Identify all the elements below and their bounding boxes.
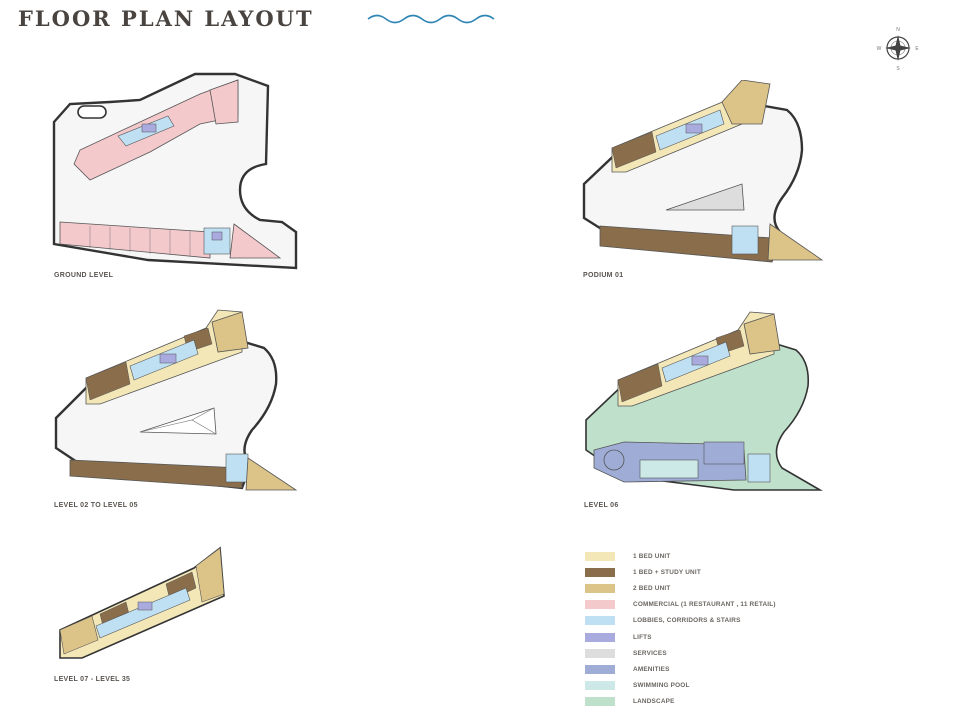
plan-label-level-02-05: LEVEL 02 TO LEVEL 05 bbox=[54, 502, 138, 509]
unit-2bed-south bbox=[245, 457, 298, 491]
legend-swatch bbox=[585, 697, 615, 707]
compass-s: S bbox=[896, 66, 900, 72]
unit-study bbox=[85, 361, 131, 401]
compass-icon: N S W E bbox=[877, 27, 920, 72]
legend-item-1bed: 1 BED UNIT bbox=[585, 548, 885, 564]
level-02-05-plan bbox=[54, 309, 298, 491]
legend-item-2bed: 2 BED UNIT bbox=[585, 580, 885, 596]
lift-core bbox=[691, 355, 709, 366]
plan-label-level-07-35: LEVEL 07 - LEVEL 35 bbox=[54, 676, 131, 683]
residential-wing-south bbox=[69, 459, 243, 489]
legend-swatch bbox=[585, 664, 615, 674]
plan-label-ground: GROUND LEVEL bbox=[54, 272, 114, 279]
legend-swatch bbox=[585, 632, 615, 642]
podium-01-plan bbox=[582, 80, 824, 263]
legend-item-lobbies: LOBBIES, CORRIDORS & STAIRS bbox=[585, 613, 885, 629]
legend-swatch bbox=[585, 551, 615, 561]
legend-item-pool: SWIMMING POOL bbox=[585, 678, 885, 694]
legend-swatch bbox=[585, 583, 615, 593]
legend-swatch bbox=[585, 567, 615, 577]
lift-core bbox=[159, 353, 177, 364]
corridor bbox=[95, 587, 191, 639]
commercial-wing-south bbox=[59, 221, 211, 259]
legend-item-1bed-study: 1 BED + STUDY UNIT bbox=[585, 564, 885, 580]
unit-2bed-east bbox=[195, 547, 225, 603]
unit-2bed-west bbox=[59, 615, 99, 655]
plan-label-level-06: LEVEL 06 bbox=[584, 502, 619, 509]
legend-swatch bbox=[585, 648, 615, 658]
gym bbox=[703, 441, 745, 465]
lobby-south bbox=[203, 227, 231, 255]
legend: 1 BED UNIT 1 BED + STUDY UNIT 2 BED UNIT… bbox=[585, 548, 885, 710]
wave-decoration bbox=[367, 14, 495, 24]
unit-2bed-corner bbox=[743, 313, 781, 355]
residential-wing-south bbox=[599, 225, 773, 263]
compass-w: W bbox=[877, 46, 882, 52]
lobby-south bbox=[731, 225, 759, 255]
legend-swatch bbox=[585, 600, 615, 610]
legend-item-amenities: AMENITIES bbox=[585, 661, 885, 677]
lift-core-south bbox=[211, 231, 223, 241]
entry-ramp bbox=[77, 105, 107, 119]
unit-2bed-south bbox=[767, 223, 824, 261]
retail-corner bbox=[229, 223, 282, 259]
legend-item-services: SERVICES bbox=[585, 645, 885, 661]
restaurant bbox=[209, 79, 239, 125]
ground-level-plan bbox=[52, 72, 298, 270]
level-07-35-plan bbox=[59, 546, 225, 659]
legend-item-landscape: LANDSCAPE bbox=[585, 694, 885, 710]
services-core bbox=[665, 183, 745, 211]
legend-item-lifts: LIFTS bbox=[585, 629, 885, 645]
lobby-south bbox=[225, 453, 249, 483]
plan-label-podium-01: PODIUM 01 bbox=[583, 272, 624, 279]
lift-core-north bbox=[141, 123, 157, 133]
unit-study bbox=[617, 363, 663, 403]
legend-swatch bbox=[585, 681, 615, 691]
page-title: FLOOR PLAN LAYOUT bbox=[18, 6, 314, 31]
level-06-plan bbox=[585, 311, 823, 491]
building-outline bbox=[582, 100, 804, 262]
unit-2bed-corner bbox=[211, 311, 249, 353]
legend-swatch bbox=[585, 616, 615, 626]
compass-e: E bbox=[915, 46, 919, 52]
unit-study bbox=[611, 131, 657, 169]
lift-core bbox=[685, 123, 703, 134]
lobby-south bbox=[747, 453, 771, 483]
compass-n: N bbox=[896, 27, 900, 33]
swimming-pool bbox=[639, 459, 699, 479]
lift-core bbox=[137, 601, 153, 611]
legend-item-commercial: COMMERCIAL (1 RESTAURANT , 11 RETAIL) bbox=[585, 597, 885, 613]
unit-2bed-corner bbox=[721, 80, 771, 125]
